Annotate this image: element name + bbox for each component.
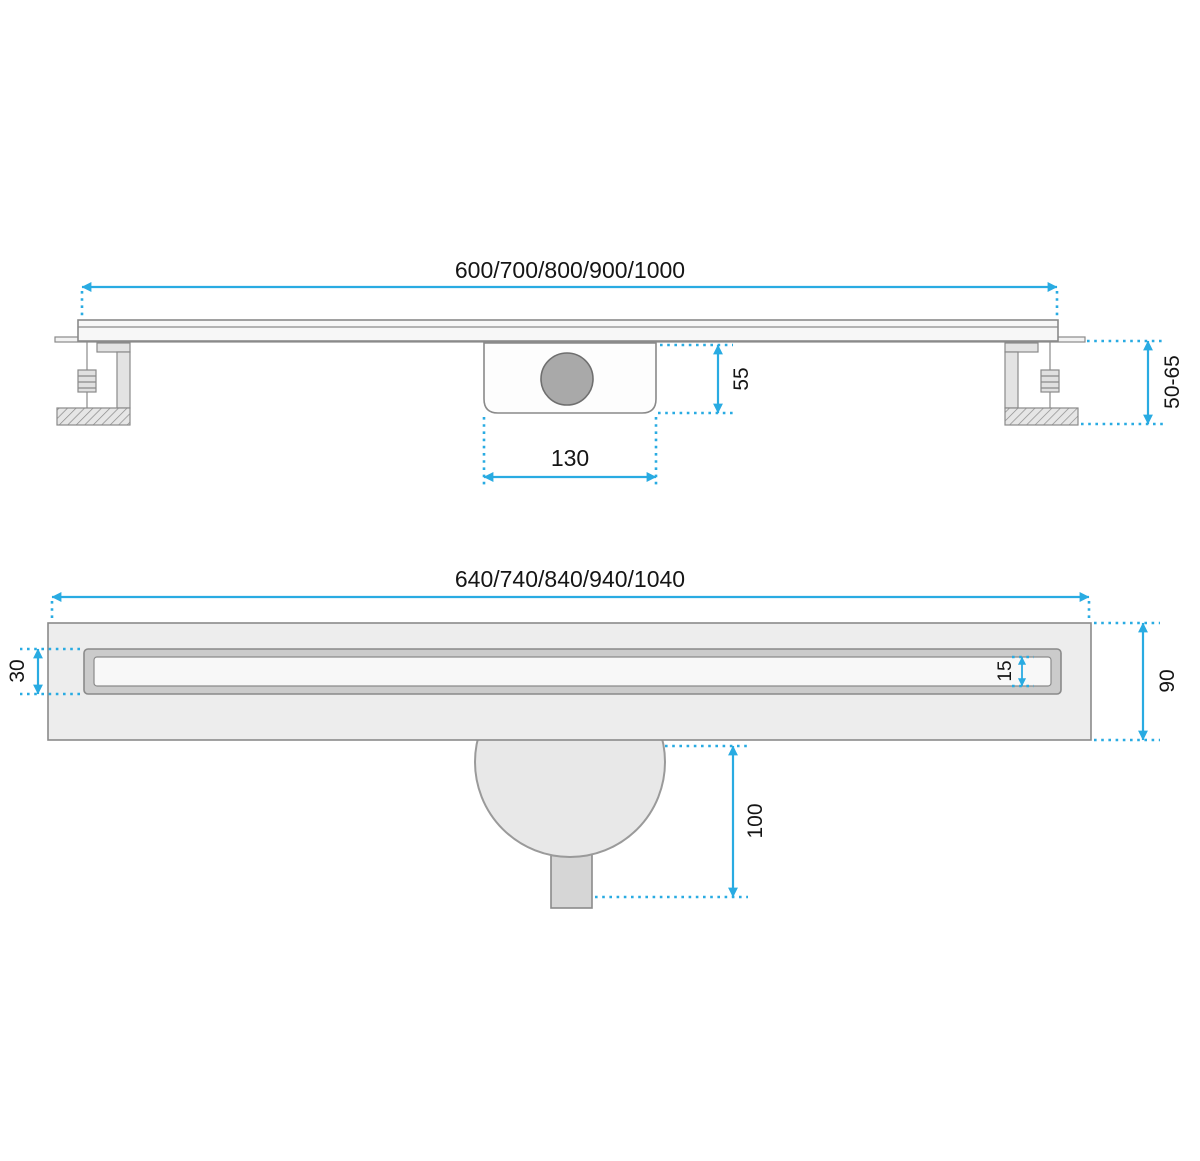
dimension-label: 100 bbox=[744, 803, 767, 838]
foot-plate bbox=[116, 351, 131, 409]
dimension-label: 55 bbox=[730, 367, 753, 390]
dimension-label: 50-65 bbox=[1161, 355, 1184, 409]
dimension-body-width: 90 bbox=[1094, 621, 1179, 742]
dimension-side-length: 600/700/800/900/1000 bbox=[80, 257, 1059, 317]
dimension-trap-height: 55 bbox=[658, 343, 753, 415]
dimension-plan-length: 640/740/840/940/1040 bbox=[50, 566, 1091, 620]
right-foot bbox=[1004, 342, 1079, 426]
outlet-hole bbox=[540, 352, 594, 406]
foot-pad bbox=[1004, 407, 1079, 426]
dimension-trap-length: 130 bbox=[482, 417, 658, 486]
side-view: 600/700/800/900/1000 55 130 50-65 bbox=[54, 257, 1184, 486]
dimension-channel-width: 30 bbox=[6, 647, 80, 696]
dimension-feet-height: 50-65 bbox=[1081, 339, 1184, 426]
dimension-label: 90 bbox=[1156, 669, 1179, 692]
dimension-label: 640/740/840/940/1040 bbox=[455, 566, 685, 592]
channel-body bbox=[77, 319, 1059, 342]
adjuster-nut bbox=[1040, 369, 1060, 393]
dimension-label: 600/700/800/900/1000 bbox=[455, 257, 685, 283]
foot-plate bbox=[1004, 351, 1019, 409]
grate-slot bbox=[93, 656, 1052, 687]
dimension-outlet-length: 100 bbox=[595, 744, 767, 899]
dimension-label: 130 bbox=[551, 445, 589, 471]
adjuster-nut bbox=[77, 369, 97, 393]
foot-arm bbox=[96, 342, 131, 353]
dimension-slot-width: 15 bbox=[995, 655, 1034, 688]
foot-pad bbox=[56, 407, 131, 426]
dimension-label: 30 bbox=[6, 659, 29, 682]
plan-view: 640/740/840/940/1040 30 15 90 bbox=[6, 566, 1179, 909]
left-foot bbox=[56, 342, 131, 426]
dimension-label: 15 bbox=[995, 660, 1016, 681]
foot-arm bbox=[1004, 342, 1039, 353]
